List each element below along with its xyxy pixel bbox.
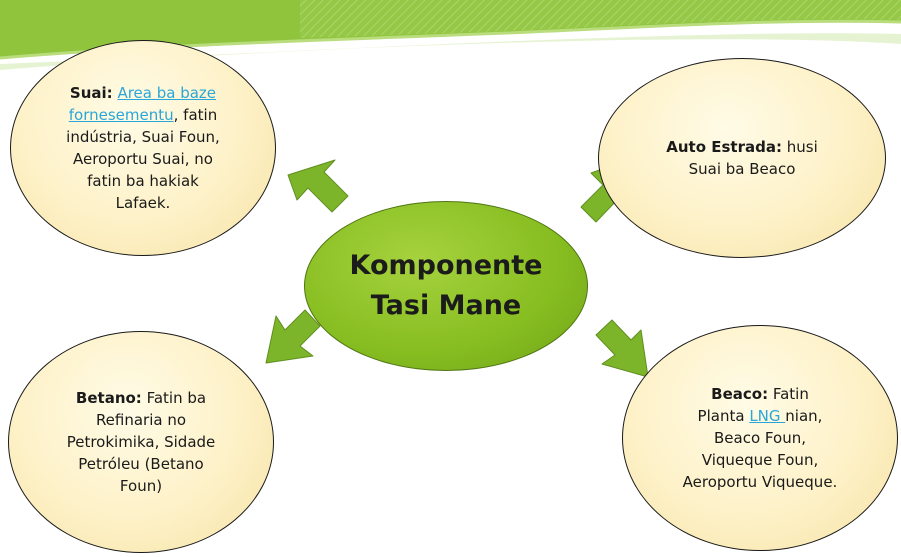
betano-line5: Foun) [119, 477, 163, 495]
arrow-to-betano-icon [265, 309, 321, 364]
betano-line3: Petrokimika, Sidade [66, 433, 216, 451]
betano-line4: Petróleu (Betano [78, 455, 204, 473]
arrow-to-beaco-icon [595, 319, 649, 378]
beaco-line5: Aeroportu Viqueque. [682, 473, 838, 491]
beaco-line2-post: nian, [785, 407, 823, 425]
beaco-bubble: Beaco: Fatin Planta LNG nian, Beaco Foun… [622, 325, 898, 551]
auto-estrada-bubble: Auto Estrada: husi Suai ba Beaco [598, 58, 886, 258]
betano-text: Fatin ba [141, 389, 207, 407]
beaco-title: Beaco: [711, 385, 769, 403]
center-title-line2: Tasi Mane [370, 290, 522, 321]
suai-line6: Lafaek. [115, 194, 171, 212]
beaco-line4: Viqueque Foun, [701, 451, 819, 469]
header-banner [0, 0, 901, 70]
beaco-line2-pre: Planta [697, 407, 750, 425]
betano-line2: Refinaria no [95, 411, 187, 429]
beaco-text: Fatin [768, 385, 809, 403]
suai-title: Suai: [69, 84, 113, 102]
arrow-to-suai-icon [287, 159, 349, 213]
suai-bubble: Suai: Area ba baze fornesementu, fatin i… [10, 40, 276, 256]
suai-line5: fatin ba hakiak [87, 172, 199, 190]
auto-estrada-line2: Suai ba Beaco [688, 160, 796, 178]
suai-line3: indústria, Suai Foun, [66, 128, 220, 146]
suai-link-fornesementu[interactable]: fornesementu [68, 106, 174, 124]
beaco-link-lng[interactable]: LNG [749, 407, 786, 425]
betano-bubble: Betano: Fatin ba Refinaria no Petrokimik… [8, 331, 274, 553]
betano-title: Betano: [75, 389, 142, 407]
center-node: Komponente Tasi Mane [304, 201, 588, 371]
auto-estrada-text: husi [781, 138, 818, 156]
suai-line4: Aeroportu Suai, no [73, 150, 213, 168]
suai-link-area-baze[interactable]: Area ba baze [117, 84, 217, 102]
suai-text: , fatin [173, 106, 218, 124]
beaco-line3: Beaco Foun, [714, 429, 806, 447]
center-title-line1: Komponente [349, 250, 543, 281]
auto-estrada-title: Auto Estrada: [666, 138, 782, 156]
